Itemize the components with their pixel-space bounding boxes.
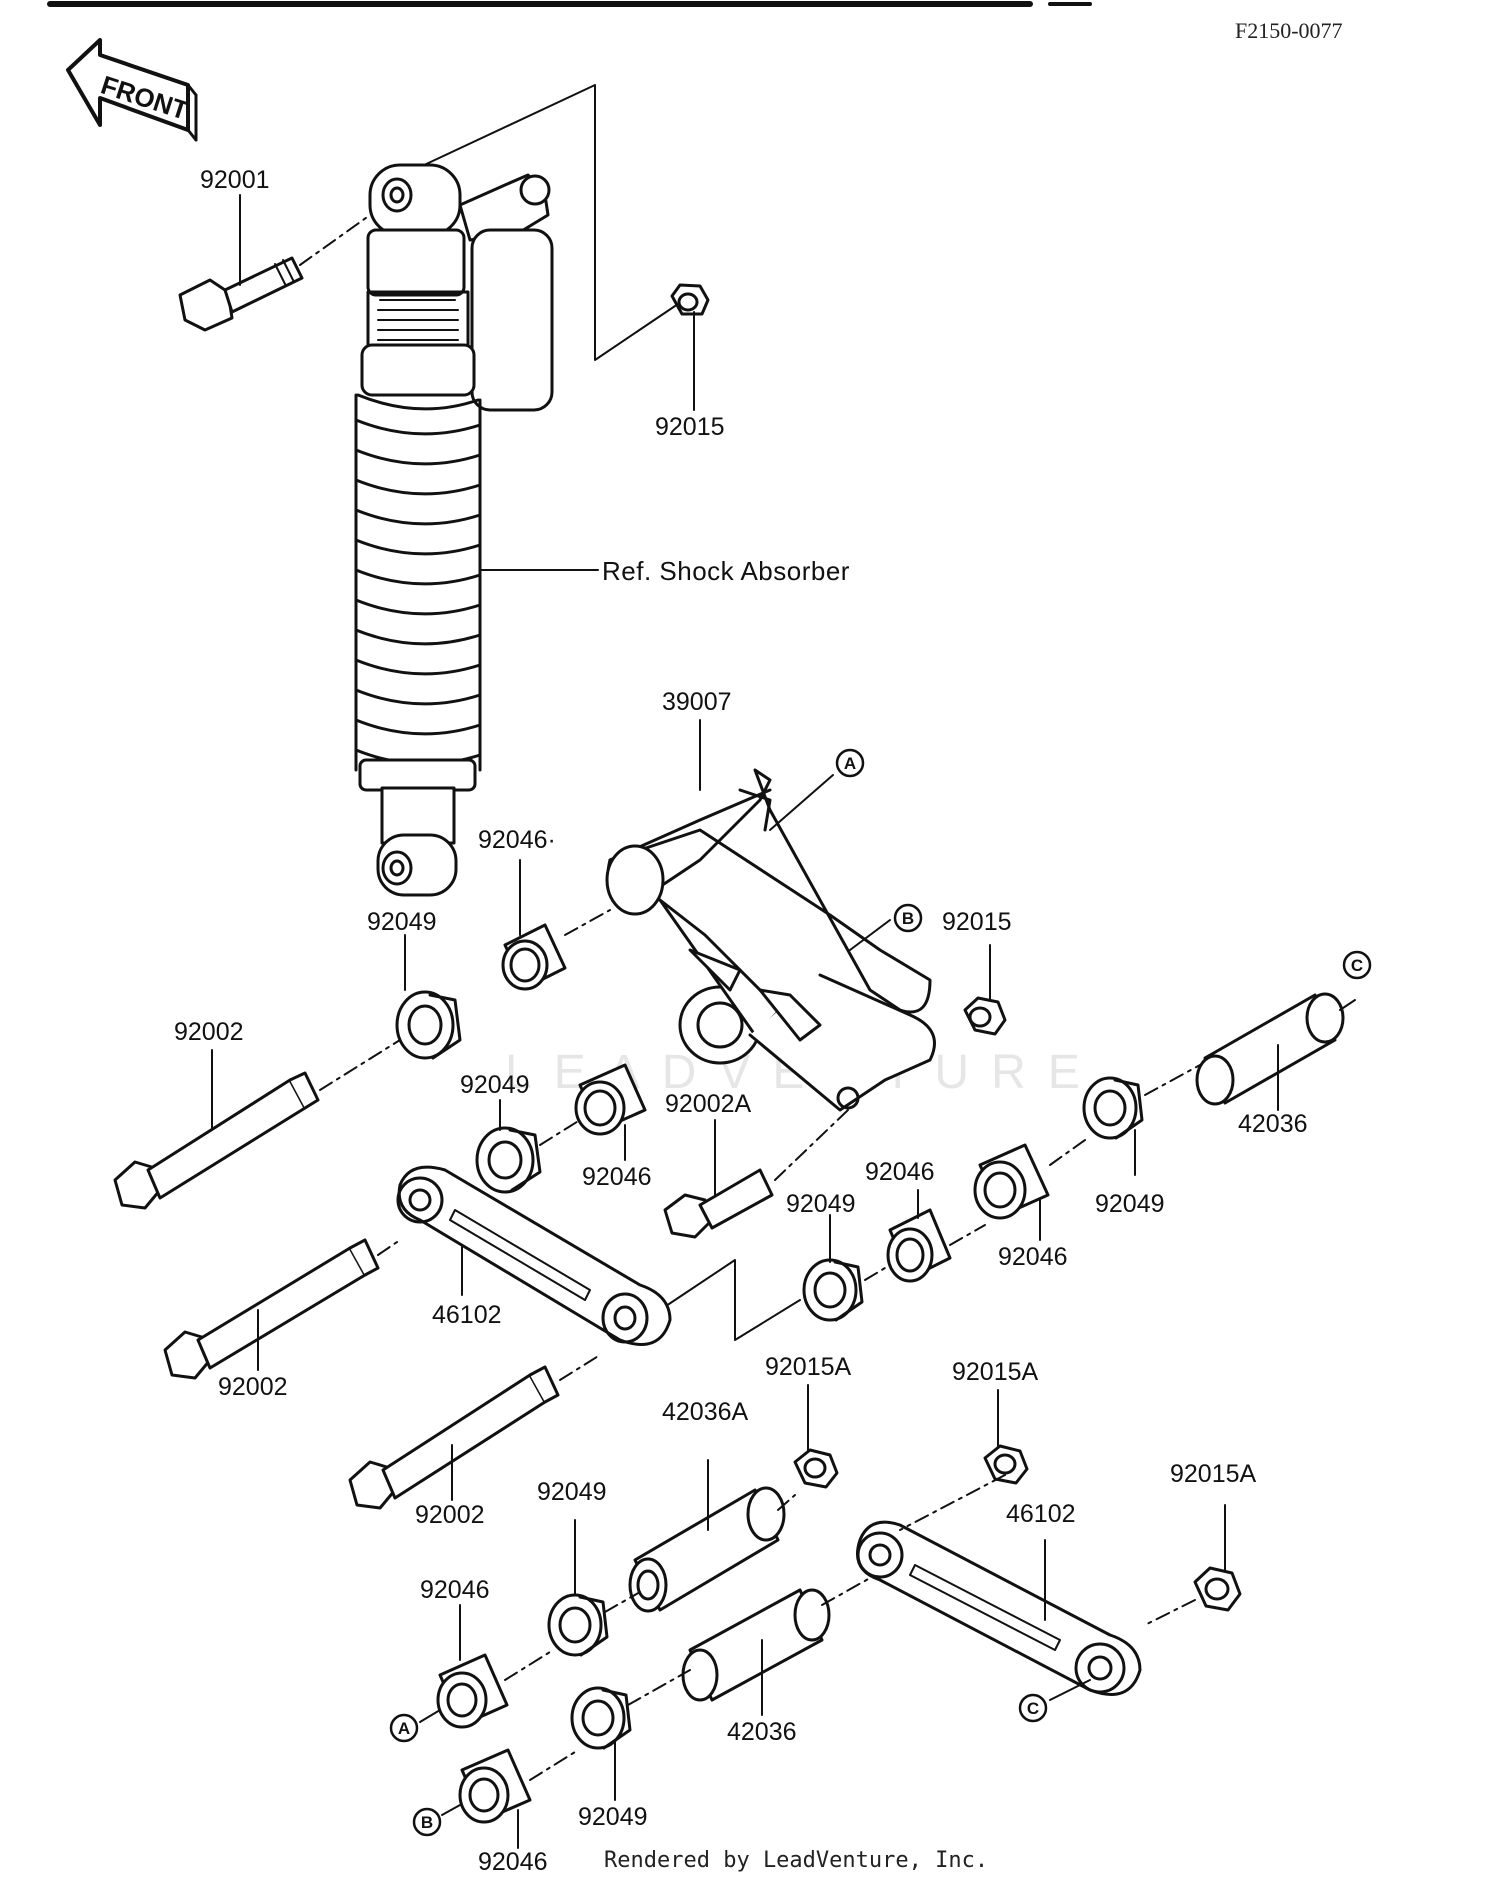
callout-42036-b: 42036 — [727, 1718, 797, 1746]
link-46102-b — [856, 1520, 1142, 1696]
nut-92015A-a — [793, 1448, 839, 1489]
washer-92049-d — [802, 1258, 864, 1322]
callout-92046-a: 92046· — [478, 826, 556, 854]
nut-92015-mid — [963, 996, 1007, 1036]
circle-marker-A-top — [835, 748, 865, 778]
link-46102-a — [396, 1165, 672, 1346]
callout-92002-a: 92002 — [174, 1018, 244, 1046]
ref-shock-absorber-label: Ref. Shock Absorber — [602, 556, 850, 586]
bolt-92001 — [178, 256, 304, 332]
marker-C-top-text: C — [1351, 956, 1363, 975]
footer-credit: Rendered by LeadVenture, Inc. — [604, 1848, 989, 1873]
marker-A-top-text: A — [844, 754, 856, 773]
callout-92046-d: 92046 — [998, 1243, 1068, 1271]
callout-92015-mid: 92015 — [942, 908, 1012, 936]
circle-marker-A-bottom — [389, 1713, 419, 1743]
callout-42036A: 42036A — [662, 1398, 749, 1426]
leader-top-right — [374, 84, 679, 361]
callout-92002-c: 92002 — [415, 1501, 485, 1529]
callout-92015A-b: 92015A — [952, 1358, 1039, 1386]
pin-92002-b — [163, 1238, 380, 1380]
nut-92015A-b — [983, 1444, 1029, 1485]
sleeve-42036-a — [1195, 992, 1345, 1106]
washer-92049-a — [395, 990, 462, 1060]
bushing-92046-c — [973, 1143, 1050, 1220]
callout-92049-d: 92049 — [786, 1190, 856, 1218]
bushing-92046-d — [886, 1208, 952, 1283]
callout-46102-a: 46102 — [432, 1301, 502, 1329]
bushing-92046-b — [574, 1063, 647, 1136]
shock-absorber — [354, 163, 554, 897]
sleeve-42036-b — [681, 1588, 831, 1702]
callout-92015A-c: 92015A — [1170, 1460, 1257, 1488]
bushing-92046-f — [458, 1748, 532, 1824]
front-arrow-icon — [66, 38, 198, 142]
circle-marker-B-bottom — [412, 1807, 442, 1837]
callout-42036-a: 42036 — [1238, 1110, 1308, 1138]
washer-92049-b — [475, 1126, 542, 1194]
sleeve-42036A — [628, 1486, 786, 1613]
marker-B-top-text: B — [902, 909, 914, 928]
washer-92049-f — [570, 1686, 632, 1750]
callout-92049-f: 92049 — [578, 1803, 648, 1831]
bushing-92046-a — [501, 923, 567, 991]
bolt-92002A — [663, 1168, 774, 1239]
callout-92046-c: 92046 — [865, 1158, 935, 1186]
callout-92046-f: 92046 — [478, 1848, 548, 1876]
nut-92015A-c — [1193, 1566, 1242, 1612]
marker-B-bottom-text: B — [421, 1813, 433, 1832]
callout-92049-a: 92049 — [367, 908, 437, 936]
pin-92002-a — [113, 1071, 320, 1210]
marker-C-bottom-text: C — [1027, 1699, 1039, 1718]
diagram-code: F2150-0077 — [1235, 18, 1343, 43]
callout-92046-e: 92046 — [420, 1576, 490, 1604]
bushing-92046-e — [436, 1653, 509, 1729]
circle-marker-B-top — [893, 903, 923, 933]
callout-92049-e: 92049 — [537, 1478, 607, 1506]
marker-A-bottom-text: A — [398, 1719, 410, 1738]
callout-92002A: 92002A — [665, 1090, 752, 1118]
callout-39007: 39007 — [662, 688, 732, 716]
circle-marker-C-top — [1342, 950, 1372, 980]
washer-92049-c — [1082, 1076, 1144, 1140]
rocker-arm-39007 — [605, 768, 936, 1112]
callout-92002-b: 92002 — [218, 1373, 288, 1401]
callout-92015A-a: 92015A — [765, 1353, 852, 1381]
pin-92002-c — [348, 1365, 560, 1510]
callout-92001: 92001 — [200, 166, 270, 194]
nut-92015-top — [670, 283, 710, 316]
callout-92015-top: 92015 — [655, 413, 725, 441]
callout-46102-b: 46102 — [1006, 1500, 1076, 1528]
washer-92049-e — [547, 1593, 609, 1657]
circle-marker-C-bottom — [1018, 1693, 1048, 1723]
callout-92046-b: 92046 — [582, 1163, 652, 1191]
callout-92049-b: 92049 — [460, 1071, 530, 1099]
callout-92049-c: 92049 — [1095, 1190, 1165, 1218]
